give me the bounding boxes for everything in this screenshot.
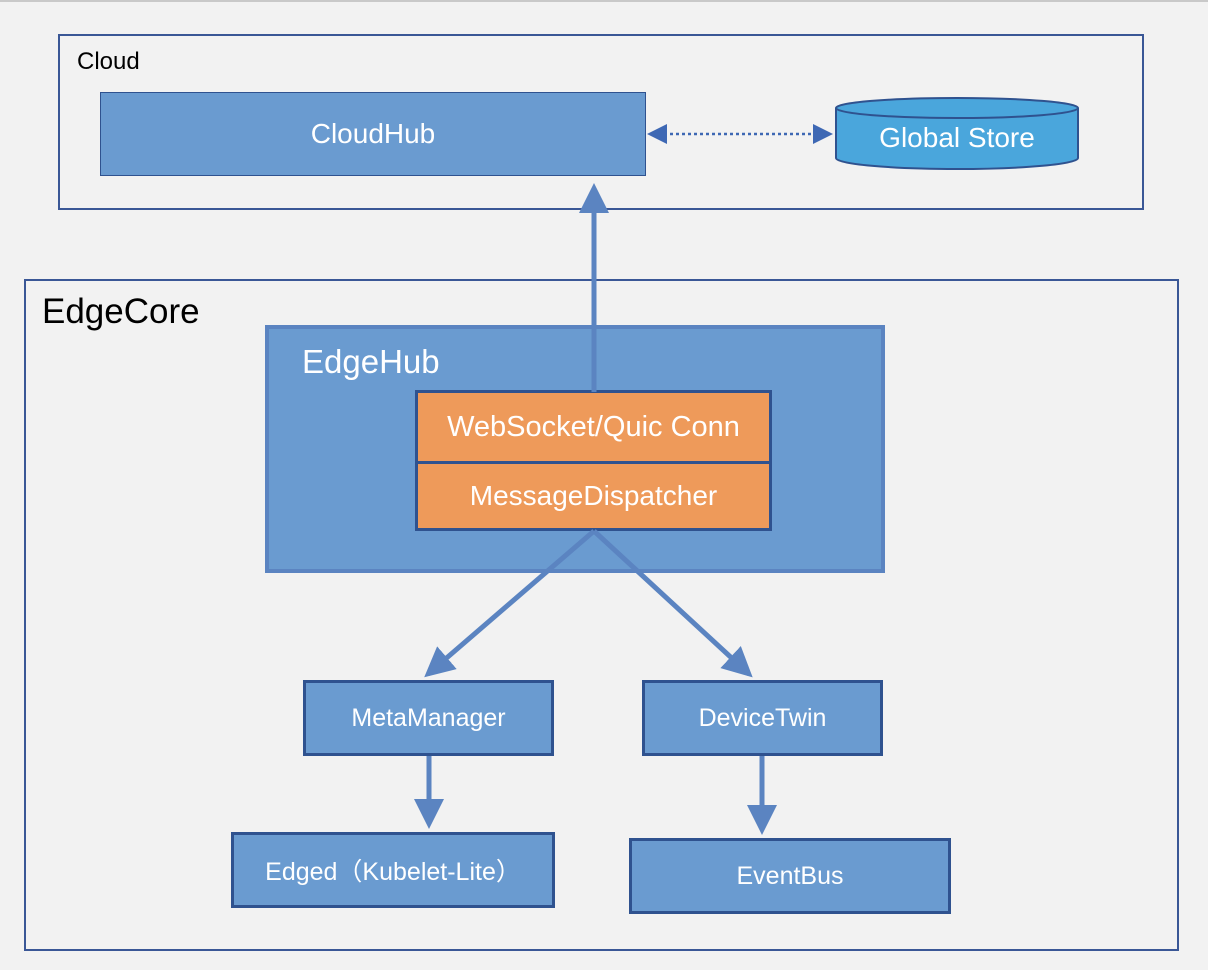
message-dispatcher-box: MessageDispatcher (415, 461, 772, 531)
global-store-cylinder (835, 97, 1079, 170)
metamanager-label: MetaManager (351, 703, 506, 732)
metamanager-box: MetaManager (303, 680, 554, 756)
edgecore-region-label: EdgeCore (42, 292, 200, 331)
eventbus-label: EventBus (736, 861, 844, 890)
devicetwin-label: DeviceTwin (698, 703, 827, 732)
top-divider (0, 0, 1208, 2)
edgehub-label: EdgeHub (302, 343, 440, 380)
edged-label: Edged（Kubelet-Lite） (265, 858, 521, 886)
dispatcher-to-metamanager-arrow (424, 529, 596, 678)
message-dispatcher-label: MessageDispatcher (469, 480, 718, 511)
global-store-label: Global Store (879, 122, 1035, 153)
dispatcher-to-devicetwin-arrow (592, 529, 753, 678)
cloudhub-box: CloudHub (100, 92, 646, 176)
cloudhub-label: CloudHub (310, 118, 436, 149)
devicetwin-box: DeviceTwin (642, 680, 883, 756)
websocket-quic-conn-label: WebSocket/Quic Conn (447, 410, 740, 443)
eventbus-box: EventBus (629, 838, 951, 914)
edgecore-region (24, 279, 1179, 951)
cloud-region-label: Cloud (77, 48, 140, 75)
websocket-quic-conn-box: WebSocket/Quic Conn (415, 390, 772, 464)
edged-box: Edged（Kubelet-Lite） (231, 832, 555, 908)
